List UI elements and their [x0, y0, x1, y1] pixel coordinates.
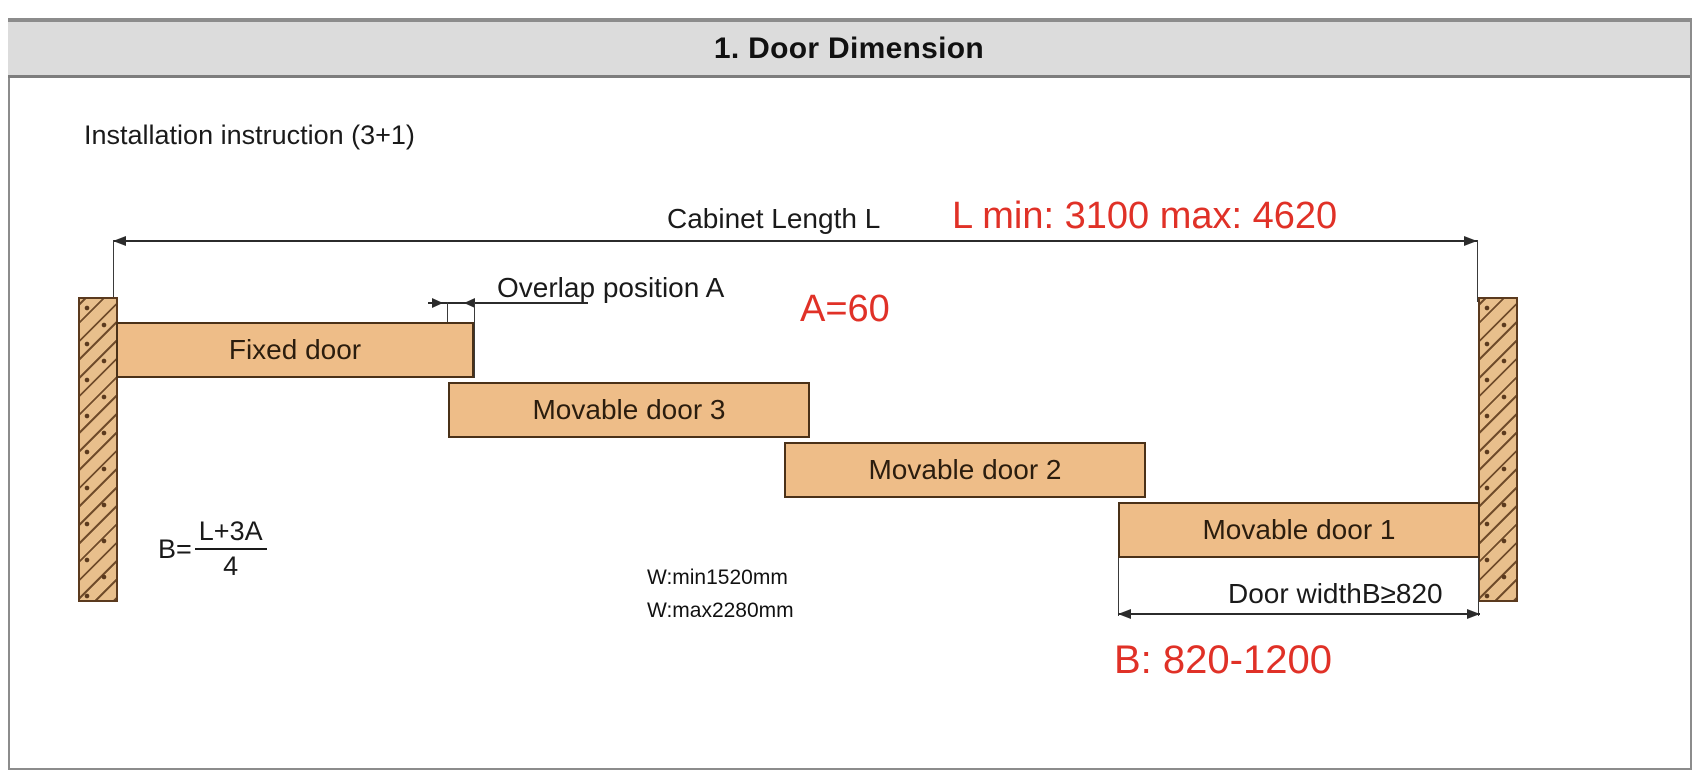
overlap-position-value: A=60	[800, 288, 890, 330]
page-title: 1. Door Dimension	[713, 31, 985, 65]
section-title-bar: 1. Door Dimension	[8, 20, 1690, 78]
wall-left	[78, 297, 118, 602]
overlap-extension-right	[474, 302, 475, 378]
door-width-label: Door widthB≥820	[1228, 578, 1443, 609]
overlap-arrow-right	[464, 298, 475, 308]
cabinet-length-value: L min: 3100 max: 4620	[952, 195, 1338, 237]
door-width-value: B: 820-1200	[1114, 638, 1332, 682]
door-movable-3: Movable door 3	[448, 382, 810, 438]
overlap-dimension-line	[428, 302, 588, 304]
cabinet-length-extension-left	[113, 240, 114, 302]
note-w-max: W:max2280mm	[647, 599, 794, 622]
door-width-dimension-line	[1118, 613, 1480, 615]
door-movable-1: Movable door 1	[1118, 502, 1480, 558]
door-width-extension-left	[1118, 558, 1119, 616]
door-movable-2-label: Movable door 2	[868, 454, 1062, 485]
cabinet-length-arrow-left	[113, 236, 126, 246]
wall-right	[1478, 297, 1518, 602]
door-width-arrow-right	[1467, 609, 1480, 619]
note-w-min: W:min1520mm	[647, 566, 788, 589]
overlap-position-label: Overlap position A	[497, 272, 725, 303]
overlap-arrow-left	[432, 298, 443, 308]
door-width-extension-right	[1478, 558, 1479, 616]
door-width-formula: B= L+3A 4	[158, 516, 267, 582]
document-frame	[8, 18, 1692, 770]
door-movable-3-label: Movable door 3	[532, 394, 726, 425]
cabinet-length-dimension-line	[113, 240, 1477, 242]
formula-fraction-bar	[194, 548, 267, 550]
door-movable-1-label: Movable door 1	[1202, 514, 1396, 545]
formula-lhs: B=	[158, 533, 192, 564]
door-movable-2: Movable door 2	[784, 442, 1146, 498]
formula-denominator: 4	[223, 551, 239, 581]
door-fixed: Fixed door	[116, 322, 474, 378]
formula-fraction: L+3A 4	[194, 516, 267, 582]
door-fixed-label: Fixed door	[228, 334, 362, 365]
subtitle-text: Installation instruction (3+1)	[84, 120, 415, 150]
cabinet-length-extension-right	[1477, 240, 1478, 302]
door-width-arrow-left	[1118, 609, 1131, 619]
cabinet-length-arrow-right	[1464, 236, 1477, 246]
formula-numerator: L+3A	[198, 516, 263, 546]
cabinet-length-label: Cabinet Length L	[667, 203, 881, 234]
